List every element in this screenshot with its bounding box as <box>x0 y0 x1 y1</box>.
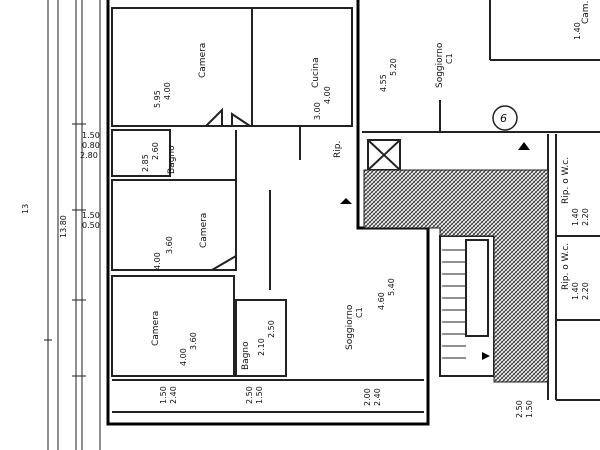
room-sub-soggiorno-1: C1 <box>445 53 454 64</box>
room-dims-cucina: 3.00 <box>313 102 322 120</box>
room-label-bagno-1: Bagno <box>167 145 177 174</box>
room-label-camera-3: Camera <box>151 311 161 346</box>
room-dims-rip-wc-1b: 2.20 <box>581 208 590 226</box>
room-dims-camera-1: 5.95 <box>153 90 162 108</box>
outer-boundary <box>106 0 430 426</box>
wall-note: 2.50 <box>515 400 524 418</box>
room-dims-bagno-2b: 2.50 <box>267 320 276 338</box>
interior-walls <box>111 7 424 413</box>
marker-circle <box>492 105 518 131</box>
marker-number: 6 <box>500 112 507 125</box>
wall-note: 2.80 <box>80 151 98 160</box>
room-label-soggiorno-2: Soggiorno <box>345 304 355 350</box>
room-dims-soggiorno-1: 4.55 <box>379 74 388 92</box>
wall-note: 1.50 <box>82 211 100 220</box>
edge-mark: 13 <box>21 204 30 214</box>
left-margin-lines <box>47 0 101 450</box>
room-label-camera-1: Camera <box>198 43 208 78</box>
wall-note: 1.50 <box>525 400 534 418</box>
room-label-rip-wc-1: Rip. o W.c. <box>561 157 571 204</box>
wall-note: 2.40 <box>169 386 178 404</box>
wall-note: 0.50 <box>82 221 100 230</box>
room-dims-soggiorno-2: 4.60 <box>377 292 386 310</box>
wall-note: 1.50 <box>82 131 100 140</box>
wall-note: 1.50 <box>159 386 168 404</box>
wall-notes: 0.80 1.50 0.50 1.50 13.80 1.50 2.40 2.50… <box>59 131 534 418</box>
wall-note: 2.00 <box>363 388 372 406</box>
room-label-soggiorno-1: Soggiorno <box>435 42 445 88</box>
wall-note: 1.50 <box>255 386 264 404</box>
room-dims-camera-3b: 3.60 <box>189 332 198 350</box>
room-label-cam-edge: Cam. <box>581 1 591 24</box>
wall-note: 2.40 <box>373 388 382 406</box>
hatched-landing <box>363 169 549 383</box>
room-sub-soggiorno-2: C1 <box>355 307 364 318</box>
wall-note: 2.50 <box>245 386 254 404</box>
room-dims-cam-edge: 1.40 <box>573 22 582 40</box>
room-dims-bagno-2: 2.10 <box>257 338 266 356</box>
room-label-rip: Rip. <box>333 141 343 158</box>
room-label-cucina: Cucina <box>311 57 321 88</box>
room-label-rip-wc-2: Rip. o W.c. <box>561 243 571 290</box>
room-dims-camera-1b: 4.00 <box>163 82 172 100</box>
room-dims-rip-wc-2b: 2.20 <box>581 282 590 300</box>
room-dims-rip-wc-2: 1.40 <box>571 282 580 300</box>
room-dims-soggiorno-1b: 5.20 <box>389 58 398 76</box>
room-label-bagno-2: Bagno <box>241 341 251 370</box>
room-dims-bagno-1b: 2.60 <box>151 142 160 160</box>
stair-treads <box>442 249 466 359</box>
wall-note: 0.80 <box>82 141 100 150</box>
room-dims-camera-2b: 3.60 <box>165 236 174 254</box>
room-labels: Camera 5.95 4.00 Cucina 3.00 4.00 Soggio… <box>141 1 591 370</box>
wall-note: 13.80 <box>59 215 68 238</box>
room-label-camera-2: Camera <box>199 213 209 248</box>
room-dims-cucina-b: 4.00 <box>323 86 332 104</box>
room-dims-bagno-1: 2.85 <box>141 154 150 172</box>
room-dims-rip-wc-1: 1.40 <box>571 208 580 226</box>
room-dims-camera-3: 4.00 <box>179 348 188 366</box>
room-dims-soggiorno-2b: 5.40 <box>387 278 396 296</box>
direction-arrows <box>340 142 530 360</box>
gridline-markers <box>44 123 86 377</box>
room-dims-camera-2: 4.00 <box>153 252 162 270</box>
